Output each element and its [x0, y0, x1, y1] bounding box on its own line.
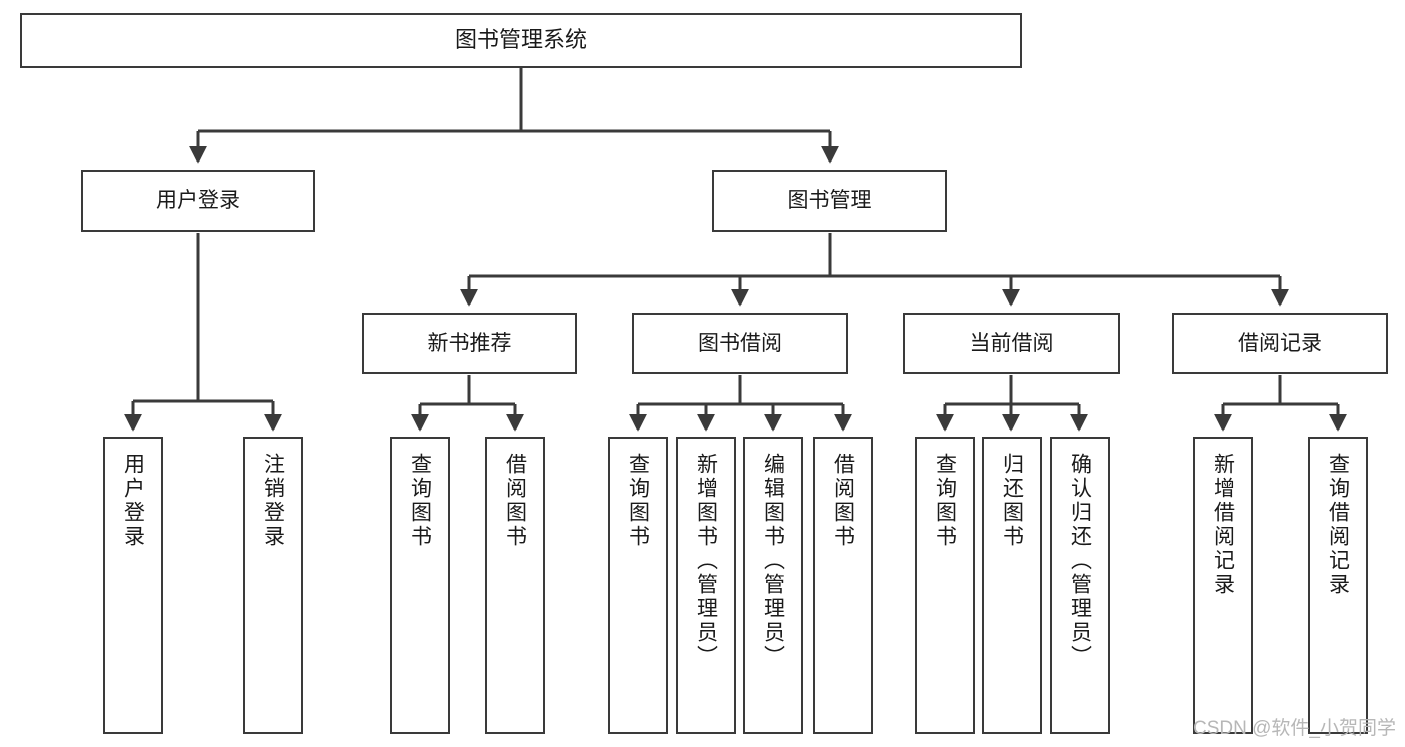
node-leaf-query-book-2[interactable]: 查询图书 [608, 437, 668, 734]
node-book-manage[interactable]: 图书管理 [712, 170, 947, 232]
leaf-text-wrap: 归还图书 [984, 453, 1040, 722]
node-root-system-label: 图书管理系统 [454, 27, 587, 53]
node-user-login-label: 用户登录 [156, 189, 240, 213]
node-leaf-return-book-label: 归还图书 [1000, 453, 1024, 549]
node-leaf-borrow-book-2-label: 借阅图书 [831, 453, 855, 549]
node-new-book-recommend[interactable]: 新书推荐 [362, 313, 577, 374]
watermark-text: CSDN @软件_小贺同学 [1193, 718, 1396, 739]
leaf-text-wrap: 新增图书（管理员） [678, 453, 734, 722]
node-leaf-borrow-book-1-label: 借阅图书 [503, 453, 527, 549]
node-leaf-add-book-label: 新增图书（管理员） [694, 453, 718, 669]
leaf-text-wrap: 查询图书 [917, 453, 973, 722]
node-leaf-confirm-return-label: 确认归还（管理员） [1068, 453, 1092, 669]
node-leaf-return-book[interactable]: 归还图书 [982, 437, 1042, 734]
leaf-text-wrap: 用户登录 [105, 453, 161, 722]
node-leaf-edit-book[interactable]: 编辑图书（管理员） [743, 437, 803, 734]
node-leaf-add-record-label: 新增借阅记录 [1211, 453, 1235, 597]
node-leaf-confirm-return[interactable]: 确认归还（管理员） [1050, 437, 1110, 734]
node-leaf-query-book-1[interactable]: 查询图书 [390, 437, 450, 734]
node-leaf-query-book-2-label: 查询图书 [626, 453, 650, 549]
node-leaf-add-record[interactable]: 新增借阅记录 [1193, 437, 1253, 734]
node-leaf-add-book[interactable]: 新增图书（管理员） [676, 437, 736, 734]
node-leaf-query-book-1-label: 查询图书 [408, 453, 432, 549]
node-book-manage-label: 图书管理 [787, 189, 872, 213]
node-leaf-borrow-book-1[interactable]: 借阅图书 [485, 437, 545, 734]
node-borrow-record-label: 借阅记录 [1238, 331, 1322, 355]
leaf-text-wrap: 查询图书 [392, 453, 448, 722]
node-current-borrow-label: 当前借阅 [969, 331, 1054, 355]
node-leaf-query-book-3[interactable]: 查询图书 [915, 437, 975, 734]
node-borrow-record[interactable]: 借阅记录 [1172, 313, 1388, 374]
node-leaf-borrow-book-2[interactable]: 借阅图书 [813, 437, 873, 734]
node-book-borrow-label: 图书借阅 [698, 331, 782, 355]
leaf-text-wrap: 新增借阅记录 [1195, 453, 1251, 722]
node-leaf-user-login-label: 用户登录 [121, 453, 145, 549]
leaf-text-wrap: 借阅图书 [487, 453, 543, 722]
node-book-borrow[interactable]: 图书借阅 [632, 313, 848, 374]
leaf-text-wrap: 编辑图书（管理员） [745, 453, 801, 722]
node-root-system[interactable]: 图书管理系统 [20, 13, 1022, 68]
node-leaf-logout-login[interactable]: 注销登录 [243, 437, 303, 734]
node-leaf-query-book-3-label: 查询图书 [933, 453, 957, 549]
node-current-borrow[interactable]: 当前借阅 [903, 313, 1120, 374]
leaf-text-wrap: 确认归还（管理员） [1052, 453, 1108, 722]
node-leaf-user-login[interactable]: 用户登录 [103, 437, 163, 734]
leaf-text-wrap: 注销登录 [245, 453, 301, 722]
node-leaf-query-record-label: 查询借阅记录 [1326, 453, 1350, 597]
node-new-book-recommend-label: 新书推荐 [427, 331, 512, 355]
leaf-text-wrap: 查询借阅记录 [1310, 453, 1366, 722]
leaf-text-wrap: 借阅图书 [815, 453, 871, 722]
node-leaf-edit-book-label: 编辑图书（管理员） [761, 453, 785, 669]
leaf-text-wrap: 查询图书 [610, 453, 666, 722]
node-leaf-query-record[interactable]: 查询借阅记录 [1308, 437, 1368, 734]
node-leaf-logout-login-label: 注销登录 [261, 453, 285, 549]
node-user-login[interactable]: 用户登录 [81, 170, 315, 232]
